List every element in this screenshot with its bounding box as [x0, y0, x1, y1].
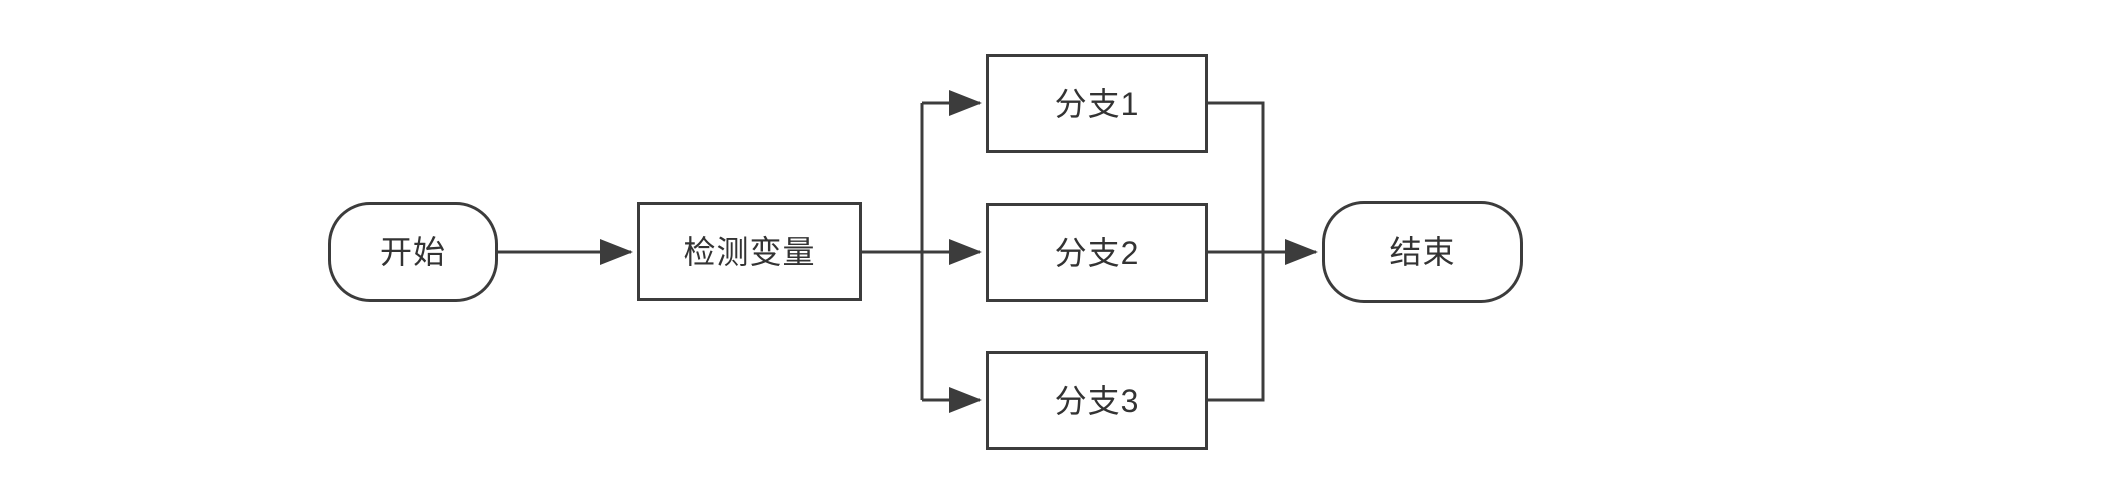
node-branch3-label: 分支3 [1054, 382, 1140, 419]
flowchart-node-process: 检测变量 [637, 202, 862, 301]
flowchart-node-start: 开始 [328, 202, 498, 302]
node-start-label: 开始 [379, 234, 446, 270]
edge-branch1-merge [1208, 101, 1265, 252]
node-branch2-label: 分支2 [1054, 234, 1140, 271]
node-branch1-label: 分支1 [1054, 85, 1140, 122]
node-process-label: 检测变量 [683, 233, 816, 270]
flowchart-node-end: 结束 [1322, 201, 1523, 303]
flowchart-node-branch3: 分支3 [986, 351, 1208, 450]
flowchart-node-branch2: 分支2 [986, 203, 1208, 302]
node-end-label: 结束 [1389, 234, 1456, 270]
flowchart-node-branch1: 分支1 [986, 54, 1208, 153]
edge-branch3-merge [1208, 252, 1265, 402]
